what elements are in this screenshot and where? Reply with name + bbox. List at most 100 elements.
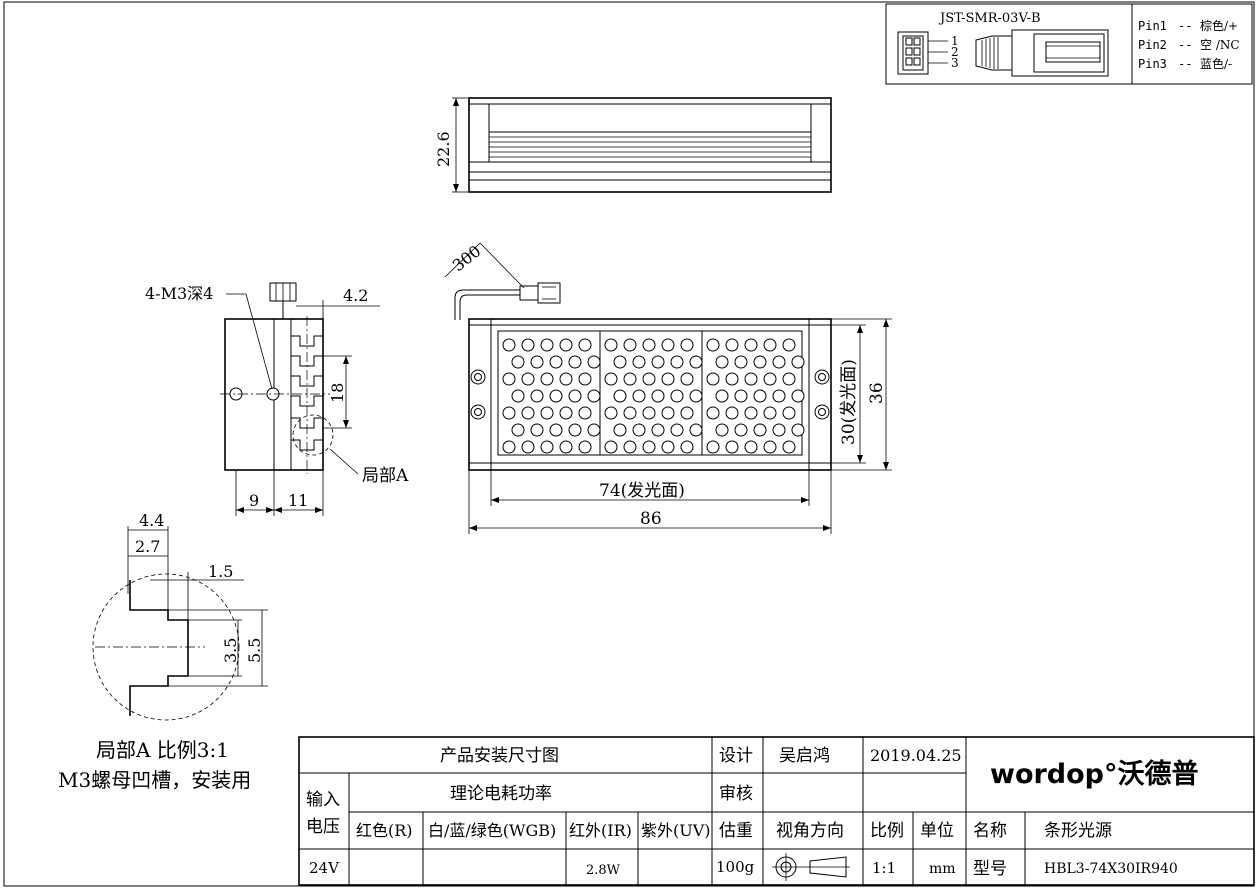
led xyxy=(689,423,703,437)
emit-height-dim: 30(发光面) xyxy=(839,359,859,445)
weight-label: 估重 xyxy=(719,821,753,841)
led xyxy=(623,406,637,420)
detail-view xyxy=(92,526,268,721)
led xyxy=(791,355,805,369)
review-label: 审核 xyxy=(719,784,753,804)
led xyxy=(715,355,729,369)
sheet-border xyxy=(3,1,1255,887)
led xyxy=(613,423,627,437)
side-top-dim: 4.2 xyxy=(343,286,368,305)
led xyxy=(782,440,796,454)
led xyxy=(725,406,739,420)
led xyxy=(734,355,748,369)
pin3-value: 蓝色/- xyxy=(1200,57,1232,71)
led xyxy=(632,389,646,403)
pin3-sep: -- xyxy=(1178,57,1192,71)
detail-caption-line1: 局部A 比例3:1 xyxy=(96,738,229,762)
led xyxy=(540,440,554,454)
led xyxy=(578,338,592,352)
led xyxy=(502,372,516,386)
led xyxy=(623,440,637,454)
name-label: 名称 xyxy=(973,821,1007,841)
led xyxy=(670,355,684,369)
led-array xyxy=(502,338,805,454)
detail-dim-4-4: 4.4 xyxy=(139,511,164,530)
thread-label: 4-M3深4 xyxy=(145,284,213,303)
unit-value: mm xyxy=(929,861,956,877)
led xyxy=(568,355,582,369)
voltage-value: 24V xyxy=(309,859,340,877)
side-view xyxy=(220,282,380,516)
led xyxy=(680,372,694,386)
drawing-date: 2019.04.25 xyxy=(870,746,962,765)
led xyxy=(568,389,582,403)
led xyxy=(604,338,618,352)
detail-dim-2-7: 2.7 xyxy=(135,537,160,556)
led xyxy=(725,440,739,454)
led xyxy=(725,338,739,352)
led xyxy=(587,423,601,437)
col-ir-header: 红外(IR) xyxy=(569,821,632,840)
led xyxy=(587,389,601,403)
led xyxy=(642,338,656,352)
title-block xyxy=(298,736,1255,886)
led xyxy=(549,355,563,369)
led xyxy=(549,423,563,437)
input-voltage-label-1: 输入 xyxy=(306,790,340,810)
led xyxy=(521,338,535,352)
emit-width-dim: 74(发光面) xyxy=(599,481,685,501)
led xyxy=(782,406,796,420)
designer-name: 吴启鸿 xyxy=(779,746,830,766)
led xyxy=(772,355,786,369)
pin-number-3: 3 xyxy=(951,56,959,70)
led xyxy=(763,372,777,386)
connector-model: JST-SMR-03V-B xyxy=(938,11,1041,26)
led xyxy=(706,338,720,352)
led xyxy=(530,423,544,437)
led xyxy=(772,389,786,403)
led xyxy=(725,372,739,386)
led xyxy=(651,355,665,369)
led xyxy=(734,389,748,403)
model-label: 型号 xyxy=(973,859,1007,879)
detail-dim-3-5: 3.5 xyxy=(221,638,240,663)
weight-value: 100g xyxy=(716,858,755,876)
connector-front-icon xyxy=(897,31,948,75)
design-label: 设计 xyxy=(719,746,753,766)
pin2-label: Pin2 xyxy=(1138,38,1167,52)
led xyxy=(763,338,777,352)
detail-callout: 局部A xyxy=(362,466,409,486)
led xyxy=(744,440,758,454)
led xyxy=(680,440,694,454)
pin2-value: 空 /NC xyxy=(1200,38,1240,52)
led xyxy=(661,406,675,420)
led xyxy=(604,372,618,386)
unit-label: 单位 xyxy=(920,821,954,841)
detail-dim-5-5: 5.5 xyxy=(245,638,264,663)
brand-logo: wordop°沃德普 xyxy=(990,758,1199,790)
led xyxy=(661,372,675,386)
connector-box: JST-SMR-03V-B 1 2 3 xyxy=(885,3,1253,85)
led xyxy=(744,406,758,420)
led xyxy=(632,355,646,369)
led xyxy=(651,423,665,437)
led xyxy=(744,338,758,352)
led xyxy=(502,406,516,420)
led xyxy=(706,406,720,420)
led xyxy=(521,372,535,386)
pin1-value: 棕色/+ xyxy=(1200,18,1238,33)
led xyxy=(782,372,796,386)
ir-power-value: 2.8W xyxy=(586,863,621,878)
led xyxy=(744,372,758,386)
led xyxy=(502,338,516,352)
top-view xyxy=(452,97,832,193)
total-height-dim: 36 xyxy=(867,382,887,404)
led xyxy=(604,406,618,420)
led xyxy=(578,406,592,420)
led xyxy=(521,440,535,454)
led xyxy=(642,406,656,420)
connector-side-icon xyxy=(975,29,1109,77)
pin-number-2: 2 xyxy=(951,45,959,59)
led xyxy=(559,372,573,386)
